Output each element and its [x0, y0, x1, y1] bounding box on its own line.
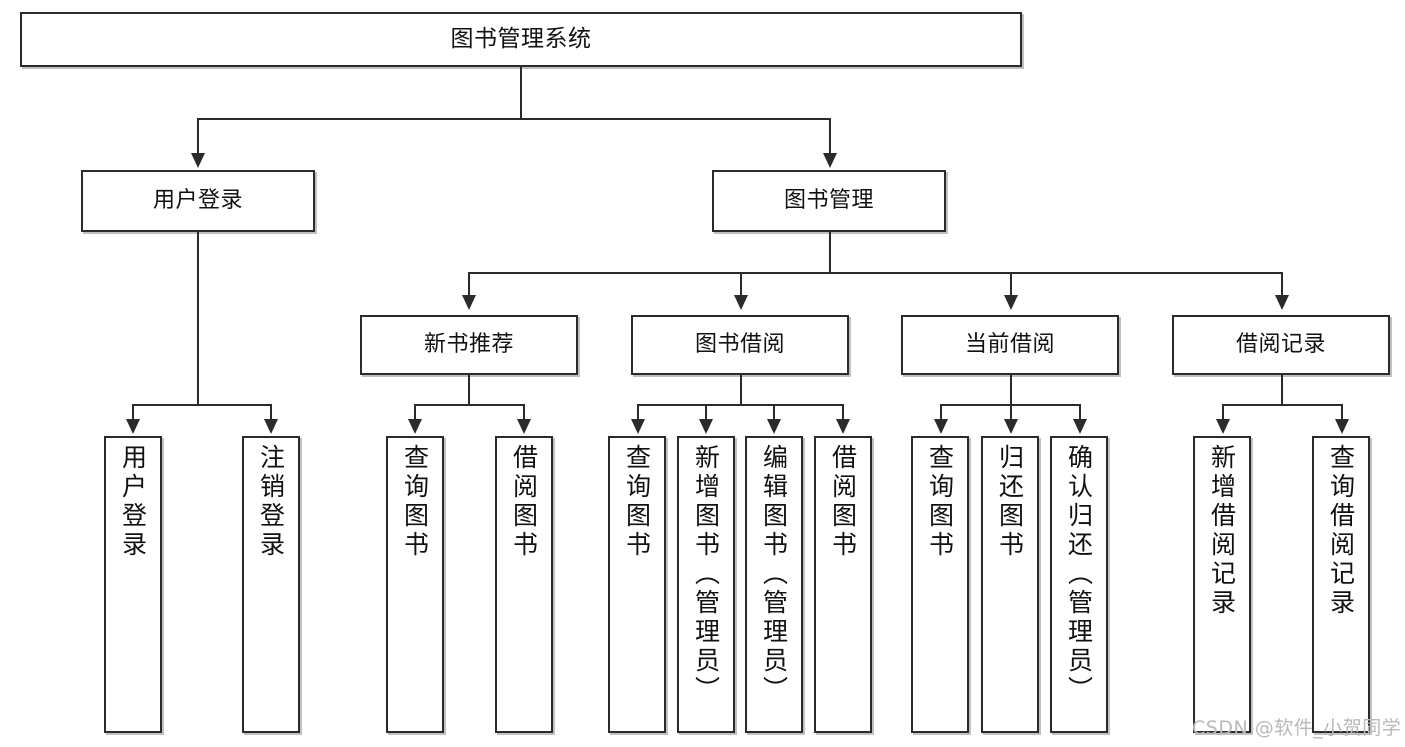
arrow-bb-leaf-2 — [699, 419, 713, 434]
arrow-cb-leaf-2 — [1004, 419, 1018, 434]
connector-br-leaf-2 — [1341, 404, 1343, 421]
connector-book-borrow-stem — [740, 375, 742, 404]
arrow-nbr-leaf-2 — [517, 419, 531, 434]
connector-user-login-bus — [132, 404, 270, 406]
arrow-to-book-borrow — [734, 295, 748, 310]
arrow-user-login-to-leaf-1 — [126, 419, 140, 434]
connector-nbr-leaf-2 — [523, 404, 525, 421]
node-label: 注销登录 — [256, 444, 286, 560]
leaf-user-login[interactable]: 用户登录 — [104, 436, 162, 733]
node-label: 查询图书 — [622, 444, 652, 560]
connector-bb-leaf-1 — [637, 404, 639, 421]
leaf-edit-book-admin[interactable]: 编辑图书（管理员） — [745, 436, 803, 733]
node-label: 新增借阅记录 — [1207, 444, 1237, 618]
arrow-bb-leaf-1 — [631, 419, 645, 434]
node-label: 借阅记录 — [1235, 332, 1326, 358]
arrow-cb-leaf-3 — [1073, 419, 1087, 434]
node-label: 当前借阅 — [964, 332, 1055, 358]
node-label: 图书管理 — [783, 188, 874, 214]
connector-borrow-record-stem — [1281, 375, 1283, 404]
arrow-nbr-leaf-1 — [408, 419, 422, 434]
node-label: 借阅图书 — [828, 444, 858, 560]
leaf-query-book-new-recommend[interactable]: 查询图书 — [386, 436, 444, 733]
leaf-query-book-borrow[interactable]: 查询图书 — [608, 436, 666, 733]
node-label: 查询借阅记录 — [1326, 444, 1356, 618]
node-book-management[interactable]: 图书管理 — [712, 170, 946, 232]
node-label: 图书借阅 — [694, 332, 785, 358]
connector-root-to-book-manage — [829, 118, 831, 155]
node-book-borrow[interactable]: 图书借阅 — [631, 315, 849, 375]
connector-bb-leaf-2 — [705, 404, 707, 421]
leaf-query-borrow-record[interactable]: 查询借阅记录 — [1312, 436, 1370, 733]
connector-new-book-recommend-stem — [468, 375, 470, 404]
leaf-borrow-book[interactable]: 借阅图书 — [814, 436, 872, 733]
leaf-return-book[interactable]: 归还图书 — [981, 436, 1039, 733]
connector-br-leaf-1 — [1222, 404, 1224, 421]
arrow-user-login-to-leaf-2 — [264, 419, 278, 434]
arrow-bb-leaf-4 — [836, 419, 850, 434]
connector-cb-leaf-2 — [1010, 404, 1012, 421]
arrow-bb-leaf-3 — [767, 419, 781, 434]
csdn-watermark: CSDN @软件_小贺同学 — [1192, 717, 1402, 739]
connector-to-borrow-record — [1281, 272, 1283, 297]
node-user-login[interactable]: 用户登录 — [81, 170, 315, 232]
node-label: 查询图书 — [400, 444, 430, 560]
connector-to-book-borrow — [740, 272, 742, 297]
connector-new-book-recommend-bus — [414, 404, 524, 406]
node-label: 归还图书 — [995, 444, 1025, 560]
node-current-borrow[interactable]: 当前借阅 — [901, 315, 1119, 375]
connector-bb-leaf-3 — [773, 404, 775, 421]
connector-nbr-leaf-1 — [414, 404, 416, 421]
leaf-add-borrow-record[interactable]: 新增借阅记录 — [1193, 436, 1251, 733]
arrow-br-leaf-1 — [1216, 419, 1230, 434]
connector-user-login-to-leaf-1 — [132, 404, 134, 421]
node-label: 图书管理系统 — [450, 26, 592, 53]
arrow-to-new-book-recommend — [462, 295, 476, 310]
node-label: 用户登录 — [152, 188, 243, 214]
connector-root-to-user-login — [197, 118, 199, 155]
connector-borrow-record-bus — [1222, 404, 1342, 406]
connector-root-stem — [520, 67, 522, 118]
node-new-book-recommend[interactable]: 新书推荐 — [360, 315, 578, 375]
connector-to-current-borrow — [1010, 272, 1012, 297]
leaf-query-book-current-borrow[interactable]: 查询图书 — [911, 436, 969, 733]
connector-user-login-to-leaf-2 — [270, 404, 272, 421]
arrow-to-current-borrow — [1004, 295, 1018, 310]
node-label: 借阅图书 — [509, 444, 539, 560]
connector-bb-leaf-4 — [842, 404, 844, 421]
leaf-add-book-admin[interactable]: 新增图书（管理员） — [677, 436, 735, 733]
connector-user-login-stem — [197, 232, 199, 404]
arrow-to-borrow-record — [1275, 295, 1289, 310]
node-root-book-management-system[interactable]: 图书管理系统 — [20, 12, 1022, 67]
leaf-logout-login[interactable]: 注销登录 — [242, 436, 300, 733]
node-label: 用户登录 — [118, 444, 148, 560]
node-label: 编辑图书（管理员） — [759, 444, 789, 705]
node-label: 确认归还（管理员） — [1064, 444, 1094, 705]
arrow-root-to-user-login — [191, 153, 205, 168]
arrow-root-to-book-manage — [823, 153, 837, 168]
node-borrow-record[interactable]: 借阅记录 — [1172, 315, 1390, 375]
connector-root-bus — [197, 118, 831, 120]
connector-book-manage-bus — [468, 272, 1282, 274]
connector-book-borrow-bus — [637, 404, 843, 406]
leaf-borrow-book-new-recommend[interactable]: 借阅图书 — [495, 436, 553, 733]
connector-cb-leaf-1 — [940, 404, 942, 421]
node-label: 新增图书（管理员） — [691, 444, 721, 705]
leaf-confirm-return-admin[interactable]: 确认归还（管理员） — [1050, 436, 1108, 733]
connector-cb-leaf-3 — [1079, 404, 1081, 421]
connector-to-new-book-recommend — [468, 272, 470, 297]
connector-current-borrow-stem — [1010, 375, 1012, 404]
arrow-br-leaf-2 — [1335, 419, 1349, 434]
connector-book-manage-stem — [829, 232, 831, 272]
node-label: 新书推荐 — [423, 332, 514, 358]
node-label: 查询图书 — [925, 444, 955, 560]
arrow-cb-leaf-1 — [934, 419, 948, 434]
